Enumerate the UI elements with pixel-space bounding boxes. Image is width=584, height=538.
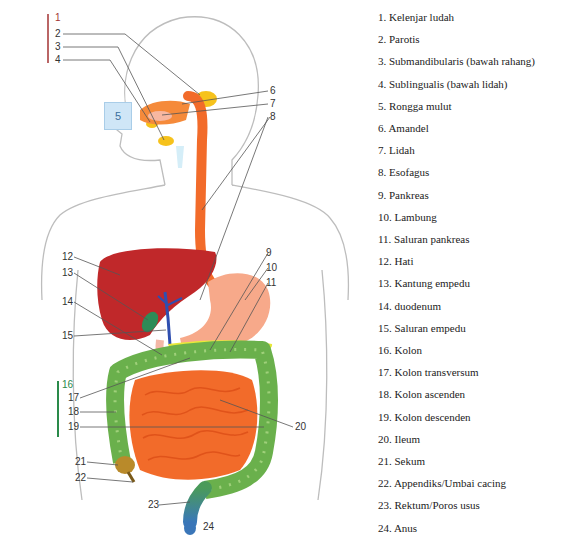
callout-box: 5 [104, 102, 132, 130]
legend-item: 19. Kolon descenden [378, 411, 471, 423]
callout-number: 20 [295, 421, 306, 433]
legend-item: 23. Rektum/Poros usus [378, 499, 480, 511]
legend-item: 4. Sublingualis (bawah lidah) [378, 78, 508, 90]
callout-number: 12 [62, 251, 73, 263]
legend-item: 15. Saluran empedu [378, 322, 466, 334]
legend-item: 18. Kolon ascenden [378, 388, 465, 400]
callout-number: 2 [55, 28, 61, 40]
legend-item: 12. Hati [378, 255, 413, 267]
legend-item: 14. duodenum [378, 300, 441, 312]
legend-item: 16. Kolon [378, 344, 422, 356]
legend-item: 21. Sekum [378, 455, 425, 467]
callout-number: 17 [68, 392, 79, 404]
callout-number: 9 [266, 247, 272, 259]
callout-number: 5 [115, 110, 121, 122]
legend-item: 24. Anus [378, 522, 417, 534]
callout-number: 23 [148, 499, 159, 511]
callout-number: 4 [55, 54, 61, 66]
legend-item: 6. Amandel [378, 122, 429, 134]
callout-number: 10 [266, 262, 277, 274]
callout-number: 19 [68, 421, 79, 433]
callout-number: 13 [62, 267, 73, 279]
callout-number: 22 [75, 472, 86, 484]
legend-item: 7. Lidah [378, 144, 415, 156]
callout-number: 15 [62, 330, 73, 342]
legend-item: 20. Ileum [378, 433, 420, 445]
legend-item: 8. Esofagus [378, 166, 429, 178]
legend-item: 3. Submandibularis (bawah rahang) [378, 55, 535, 67]
legend-item: 9. Pankreas [378, 189, 429, 201]
callout-number: 6 [270, 85, 276, 97]
legend-item: 17. Kolon transversum [378, 366, 479, 378]
callout-number: 24 [203, 521, 214, 533]
callout-number: 1 [55, 12, 61, 24]
callout-number: 21 [75, 456, 86, 468]
callout-number: 3 [55, 41, 61, 53]
legend-item: 13. Kantung empedu [378, 277, 470, 289]
callout-number: 11 [266, 277, 276, 289]
callout-number: 18 [68, 406, 79, 418]
legend-item: 5. Rongga mulut [378, 100, 452, 112]
callout-number: 16 [62, 379, 73, 391]
legend-item: 1. Kelenjar ludah [378, 11, 454, 23]
legend-item: 10. Lambung [378, 211, 437, 223]
callout-number: 7 [270, 98, 276, 110]
legend-item: 22. Appendiks/Umbai cacing [378, 477, 506, 489]
callout-number: 14 [62, 296, 73, 308]
legend-item: 2. Parotis [378, 33, 420, 45]
callout-number: 8 [270, 111, 276, 123]
legend-item: 11. Saluran pankreas [378, 233, 470, 245]
